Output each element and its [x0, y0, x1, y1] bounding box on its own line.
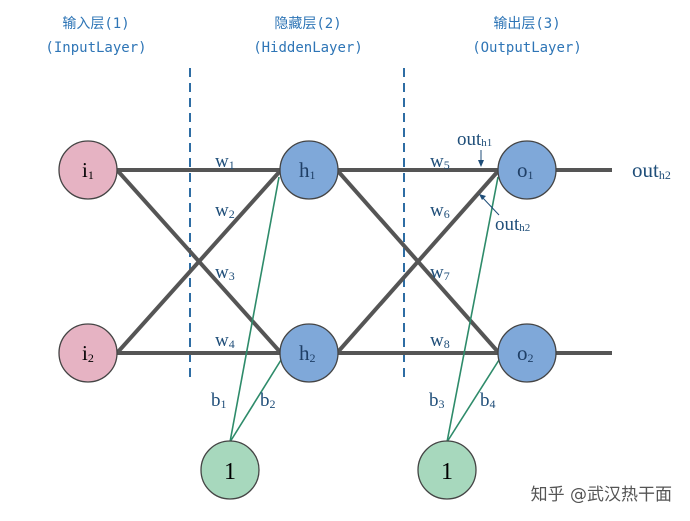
annotation-out-h1: outh1 — [457, 129, 492, 150]
weight-w5: w5 — [430, 151, 450, 172]
label-bias2: 1 — [441, 459, 453, 485]
edge-i2-h1 — [115, 168, 283, 355]
weight-w6: w6 — [430, 200, 450, 221]
output-layer-title: 输出层(3) — [493, 16, 560, 32]
label-i1: i1 — [82, 158, 94, 182]
edge-bias1-h1 — [229, 176, 280, 443]
label-h1: h1 — [299, 158, 316, 182]
edge-h2-o1 — [335, 168, 501, 355]
arrow-out-h1-head — [478, 160, 484, 167]
node-o1 — [497, 140, 557, 200]
node-bias2 — [417, 440, 477, 500]
node-h1 — [279, 140, 339, 200]
weight-w4: w4 — [215, 330, 235, 351]
annotation-out-h2-right: outh2 — [632, 158, 671, 182]
arrow-out-h2 — [481, 196, 500, 216]
weight-w1: w1 — [215, 151, 235, 172]
bias-b4: b4 — [480, 390, 496, 411]
weight-w3: w3 — [215, 262, 235, 283]
label-bias1: 1 — [224, 459, 236, 485]
node-i1 — [58, 140, 118, 200]
node-bias1 — [200, 440, 260, 500]
edge-bias1-h2 — [229, 359, 282, 443]
weight-w2: w2 — [215, 200, 235, 221]
node-h2 — [279, 323, 339, 383]
watermark: 知乎 @武汉热干面 — [531, 485, 672, 505]
label-o2: o2 — [517, 341, 534, 365]
label-h2: h2 — [299, 341, 316, 365]
weight-w7: w7 — [430, 262, 450, 283]
node-i2 — [58, 323, 118, 383]
bias-b2: b2 — [260, 390, 276, 411]
node-o2 — [497, 323, 557, 383]
output-layer-subtitle: (OutputLayer) — [472, 40, 582, 56]
edge-bias2-o1 — [446, 176, 499, 443]
input-layer-subtitle: (InputLayer) — [45, 40, 146, 56]
weight-w8: w8 — [430, 330, 450, 351]
label-o1: o1 — [517, 158, 534, 182]
input-layer-title: 输入层(1) — [62, 16, 129, 32]
hidden-layer-subtitle: (HiddenLayer) — [253, 40, 363, 56]
label-i2: i2 — [82, 341, 94, 365]
annotation-out-h2-mid: outh2 — [495, 214, 530, 235]
hidden-layer-title: 隐藏层(2) — [274, 16, 341, 32]
edge-bias2-o2 — [446, 359, 500, 443]
bias-b1: b1 — [211, 390, 227, 411]
bias-b3: b3 — [429, 390, 445, 411]
arrow-out-h2-head — [479, 194, 486, 200]
